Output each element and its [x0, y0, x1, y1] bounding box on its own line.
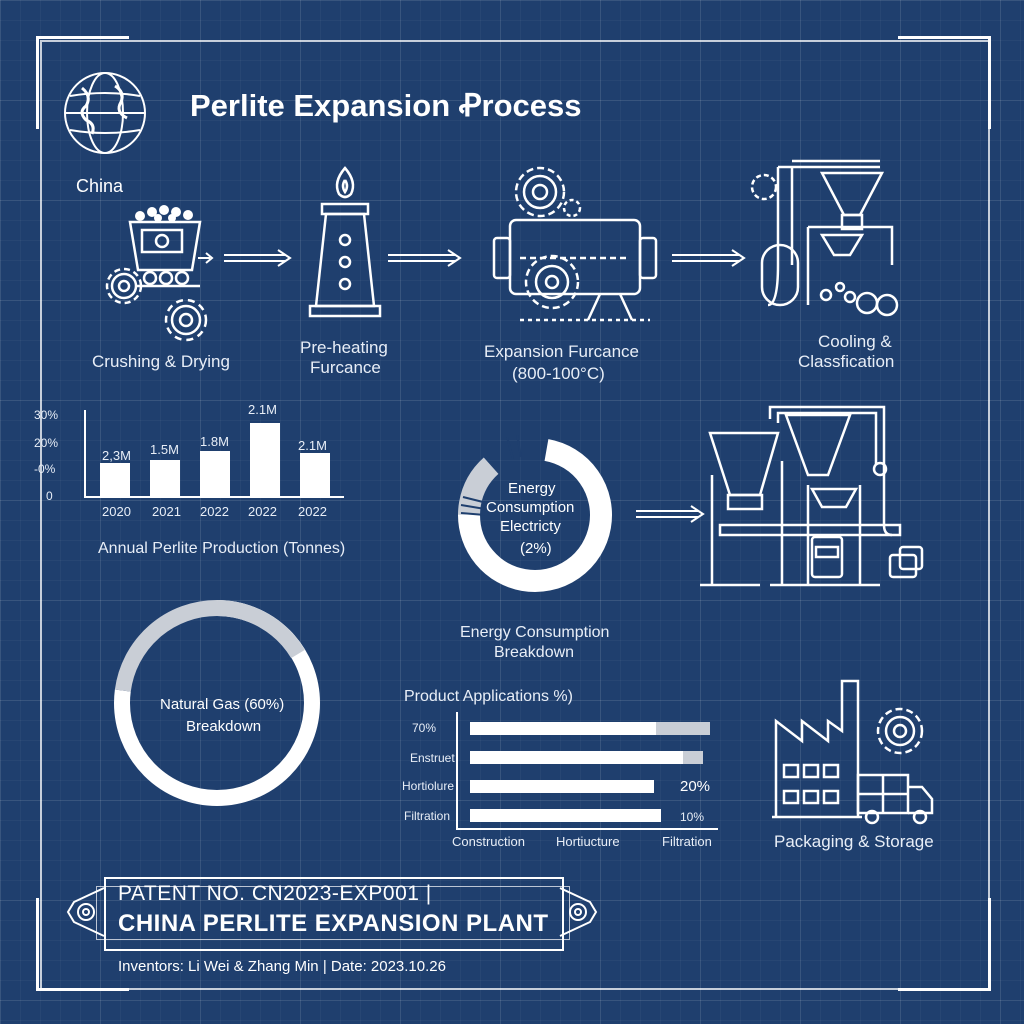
applications-row-label: Enstruet: [410, 751, 455, 765]
ornament-icon: [66, 887, 105, 937]
region-label: China: [76, 176, 124, 196]
packaging-storage-label: Packaging & Storage: [774, 832, 934, 851]
application-bar: [470, 751, 683, 764]
step-preheating-label-1: Pre-heating: [300, 338, 388, 357]
application-bar-grey: [656, 722, 710, 735]
x-tick-label: 2020: [102, 504, 131, 519]
arrow-icon: [672, 249, 746, 267]
cooling-classifier-icon: [750, 159, 899, 317]
applications-chart-title: Product Applications %): [404, 688, 573, 705]
y-tick-label: 0: [46, 489, 53, 503]
energy-donut-center-1: Energy: [508, 480, 556, 497]
page-title: Perlite Expansion Ꝓrocess: [190, 88, 582, 123]
energy-donut-center-4: (2%): [520, 540, 552, 557]
arrow-icon: [636, 505, 705, 523]
arrow-icon: [198, 249, 292, 267]
gas-donut-center-1: Natural Gas (60%): [160, 696, 285, 713]
applications-row-label: 70%: [412, 721, 437, 735]
bar-value-label: 2.1M: [298, 438, 327, 453]
step-expansion-label-2: (800-100°C): [512, 364, 605, 383]
expansion-furnace-icon: [492, 166, 658, 322]
frame-corner-bottom-right: [898, 898, 991, 991]
x-tick-label: 2022: [248, 504, 277, 519]
production-bar: [100, 463, 130, 496]
preheating-furnace-icon: [308, 166, 382, 318]
y-tick-label: -0%: [34, 462, 56, 476]
applications-right-label: 20%: [680, 778, 711, 795]
energy-donut-grey-segment: [458, 438, 612, 592]
step-cooling-label-2: Classfication: [798, 352, 895, 371]
energy-caption-1: Energy Consumption: [460, 624, 610, 641]
gas-donut-grey-arc: [216, 600, 305, 659]
y-tick-label: 30%: [34, 408, 59, 422]
step-cooling-label-1: Cooling &: [818, 332, 892, 351]
patent-footer: Inventors: Li Wei & Zhang Min | Date: 20…: [118, 958, 446, 975]
production-chart-title: Annual Perlite Production (Tonnes): [98, 540, 346, 557]
ornament-icon: [559, 887, 598, 937]
applications-row-label: Filtration: [404, 809, 451, 823]
energy-donut-center-3: Electricty: [500, 518, 561, 535]
frame-corner-bottom-left: [36, 898, 129, 991]
classifier-plant-icon: [700, 405, 924, 587]
production-bar: [200, 451, 230, 496]
x-tick-label: 2022: [200, 504, 229, 519]
production-x-axis: [84, 496, 344, 498]
globe-icon: [64, 72, 146, 154]
step-preheating-label-2: Furcance: [310, 358, 381, 377]
bar-value-label: 1.8M: [200, 434, 229, 449]
production-bar: [150, 460, 180, 496]
x-tick-label: 2021: [152, 504, 181, 519]
frame-corner-top-right: [898, 36, 991, 129]
gear-icon: [105, 267, 143, 305]
gas-donut-center-2: Breakdown: [186, 718, 262, 735]
energy-donut-chart: [458, 434, 612, 592]
applications-y-axis: [456, 712, 458, 830]
gas-donut-chart: [114, 600, 320, 806]
application-bar-grey: [683, 751, 703, 764]
energy-donut-stripes: [460, 434, 522, 516]
bar-value-label: 2,3M: [102, 448, 131, 463]
application-bar: [470, 809, 661, 822]
arrow-icon: [388, 249, 462, 267]
y-tick-label: 20%: [34, 436, 59, 450]
patent-plant-name: CHINA PERLITE EXPANSION PLANT: [118, 910, 549, 937]
production-y-axis: [84, 410, 86, 498]
frame-corner-top-left: [36, 36, 129, 129]
bar-value-label: 1.5M: [150, 442, 179, 457]
energy-donut-center-2: Consumption: [486, 499, 575, 516]
bar-value-label: 2.1M: [248, 402, 277, 417]
gear-icon: [164, 298, 208, 342]
application-bar: [470, 722, 656, 735]
x-tick-label: 2022: [298, 504, 327, 519]
production-bar: [300, 453, 330, 496]
mine-cart-icon: [128, 205, 202, 288]
energy-caption-2: Breakdown: [494, 644, 575, 661]
applications-x-label: Construction: [452, 834, 525, 849]
patent-plate: [104, 877, 564, 951]
step-expansion-label-1: Expansion Furcance: [484, 342, 639, 361]
applications-x-axis: [456, 828, 718, 830]
production-bar: [250, 423, 280, 496]
application-bar: [470, 780, 654, 793]
patent-number: PATENT NO. CN2023-EXP001 |: [118, 882, 432, 905]
applications-x-label: Hortiucture: [556, 834, 620, 849]
blueprint-frame: [40, 40, 990, 990]
step-crushing-label: Crushing & Drying: [92, 352, 230, 371]
applications-right-label: 10%: [680, 810, 705, 824]
applications-x-label: Filtration: [662, 834, 712, 849]
applications-row-label: Hortiolure: [402, 779, 455, 793]
factory-truck-icon: [772, 679, 934, 825]
